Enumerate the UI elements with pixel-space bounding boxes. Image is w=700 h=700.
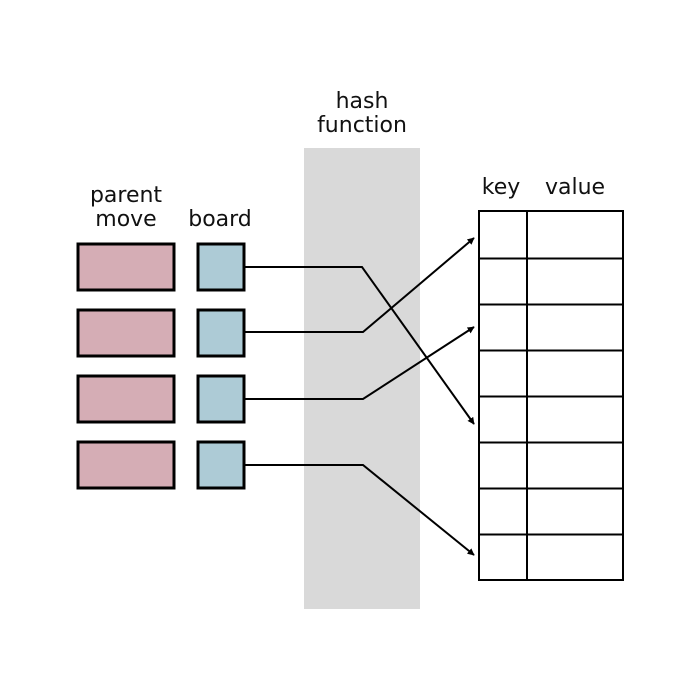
mapping-arrow bbox=[245, 326, 475, 400]
parent-move-box bbox=[76, 440, 176, 490]
hash-function-band bbox=[304, 148, 420, 609]
board-box bbox=[196, 308, 246, 358]
parent-move-box bbox=[76, 308, 176, 358]
board-box bbox=[196, 374, 246, 424]
parent-move-label-line1: parent bbox=[90, 183, 162, 208]
mapping-arrow bbox=[245, 237, 475, 333]
mapping-arrow bbox=[245, 464, 475, 556]
hash-function-label-line1: hash bbox=[336, 89, 389, 114]
board-box bbox=[196, 242, 246, 292]
parent-move-box bbox=[76, 242, 176, 292]
entry-list bbox=[76, 242, 246, 490]
board-label: board bbox=[188, 207, 252, 232]
hash-table bbox=[478, 210, 624, 581]
parent-move-box bbox=[76, 374, 176, 424]
hash-function-label-line2: function bbox=[317, 113, 407, 138]
parent-move-label-line2: move bbox=[95, 207, 156, 232]
hash-mapping-arrows bbox=[245, 237, 475, 556]
key-column-label: key bbox=[482, 175, 521, 200]
mapping-arrow bbox=[245, 266, 475, 425]
value-column-label: value bbox=[545, 175, 605, 200]
board-box bbox=[196, 440, 246, 490]
